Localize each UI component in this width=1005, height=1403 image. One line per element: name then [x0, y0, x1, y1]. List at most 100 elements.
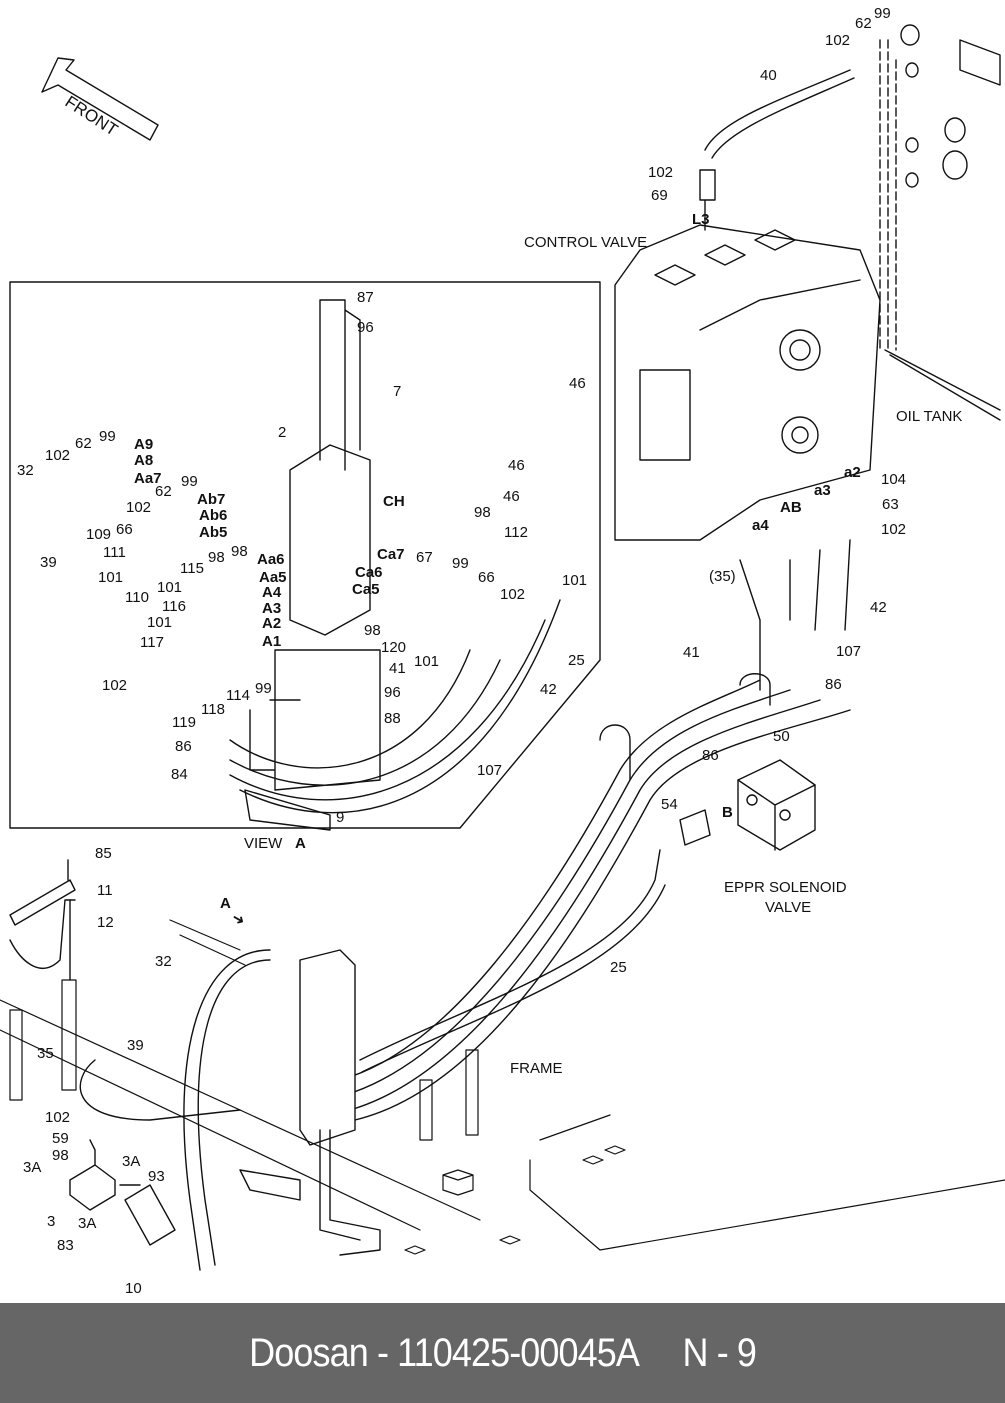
clamp-11-12: [9, 879, 76, 969]
callout: (35): [709, 568, 736, 585]
callout: 117: [140, 634, 164, 651]
callout: 99: [181, 473, 198, 490]
callout: 39: [40, 554, 57, 571]
control-valve-label: CONTROL VALVE: [524, 234, 648, 251]
port-Ab7: Ab7: [197, 491, 226, 508]
port-Aa5: Aa5: [259, 569, 287, 586]
frame-label: FRAME: [510, 1060, 563, 1077]
callout: 62: [855, 15, 872, 32]
port-Ca7: Ca7: [377, 546, 405, 563]
port-a2: a2: [844, 464, 861, 481]
part-number-caption: Doosan - 110425-00045A N - 9: [249, 1330, 757, 1375]
clamp-54: [599, 724, 631, 781]
hose-32: [183, 949, 271, 1271]
parts-diagram: FRONT CONTROL VALVE OIL TANK EPPR SOLENO…: [0, 5, 1005, 1296]
callout: 101: [414, 653, 440, 670]
port-A9: A9: [134, 436, 154, 453]
callout: 98: [52, 1147, 69, 1164]
eppr-valve-shape: [679, 759, 816, 851]
callout: 88: [384, 710, 401, 727]
hose-25: [359, 849, 666, 1073]
callout: 3: [47, 1213, 56, 1230]
view-arrow-letter: A: [220, 895, 231, 912]
lower-manifold: [239, 949, 381, 1256]
port-Ca5: Ca5: [352, 581, 380, 598]
callout: 102: [648, 164, 674, 181]
tee-fitting: [69, 1164, 116, 1211]
callout: 112: [504, 524, 528, 541]
callout: 104: [881, 471, 907, 488]
callout: 12: [97, 914, 114, 931]
oil-tank-edge: [879, 24, 1001, 421]
callout: 107: [836, 643, 862, 660]
diagram-linework: [0, 24, 1005, 1271]
callout: 86: [702, 747, 719, 764]
callout: 98: [474, 504, 491, 521]
callout: 96: [384, 684, 401, 701]
port-A2: A2: [262, 615, 282, 632]
footer-bar: Doosan - 110425-00045A N - 9: [0, 1303, 1005, 1403]
front-arrow-icon: [41, 57, 159, 141]
callout: 107: [477, 762, 503, 779]
hose-40: [704, 69, 855, 159]
callout: 102: [45, 1109, 71, 1126]
callout: 101: [147, 614, 173, 631]
callout: 98: [364, 622, 381, 639]
callout: 41: [389, 660, 406, 677]
callout: 40: [760, 67, 777, 84]
port-a4: a4: [752, 517, 769, 534]
callout: 114: [226, 687, 250, 704]
callout: 111: [103, 544, 126, 561]
callout: 120: [381, 639, 407, 656]
oil-tank-label: OIL TANK: [896, 408, 963, 425]
hose-35: [79, 1059, 241, 1121]
frame-shape: [0, 919, 1005, 1255]
callout: 25: [568, 652, 585, 669]
callout: 101: [98, 569, 124, 586]
callout: 99: [452, 555, 469, 572]
callout: 87: [357, 289, 374, 306]
callout: 66: [116, 521, 133, 538]
callout: 11: [97, 882, 113, 899]
callout: 102: [825, 32, 851, 49]
callout: 86: [825, 676, 842, 693]
port-Aa6: Aa6: [257, 551, 285, 568]
port-B: B: [722, 804, 733, 821]
callout: 39: [127, 1037, 144, 1054]
callout: 109: [86, 526, 112, 543]
callout: 115: [180, 560, 204, 577]
manifold-block: [289, 299, 371, 636]
callout: 99: [874, 5, 891, 22]
callout: 69: [651, 187, 668, 204]
callout: 25: [610, 959, 627, 976]
inset-frame: [9, 281, 601, 829]
callout: 102: [126, 499, 152, 516]
callout: 46: [569, 375, 586, 392]
callout: 102: [500, 586, 526, 603]
callout: 101: [157, 579, 183, 596]
callout: 102: [102, 677, 128, 694]
callout: 32: [17, 462, 34, 479]
callout: 102: [881, 521, 907, 538]
port-AB: AB: [780, 499, 802, 516]
callout: 35: [37, 1045, 54, 1062]
main-hose-bundle: [339, 679, 851, 1121]
callout: 41: [683, 644, 700, 661]
callout: 66: [478, 569, 495, 586]
port-A1: A1: [262, 633, 282, 650]
callout: 3A: [122, 1153, 141, 1170]
callout: 99: [99, 428, 116, 445]
eppr-valve-label-line2: VALVE: [765, 899, 812, 916]
callout: 63: [882, 496, 899, 513]
callout: 9: [336, 809, 345, 826]
callout: 59: [52, 1130, 69, 1147]
callout: 84: [171, 766, 188, 783]
callout: 46: [503, 488, 520, 505]
control-valve-shape: [614, 224, 881, 541]
callout: 99: [255, 680, 272, 697]
port-A8: A8: [134, 452, 154, 469]
callout: 32: [155, 953, 172, 970]
callout: 93: [148, 1168, 165, 1185]
port-Ca6: Ca6: [355, 564, 383, 581]
port-Aa7: Aa7: [134, 470, 162, 487]
